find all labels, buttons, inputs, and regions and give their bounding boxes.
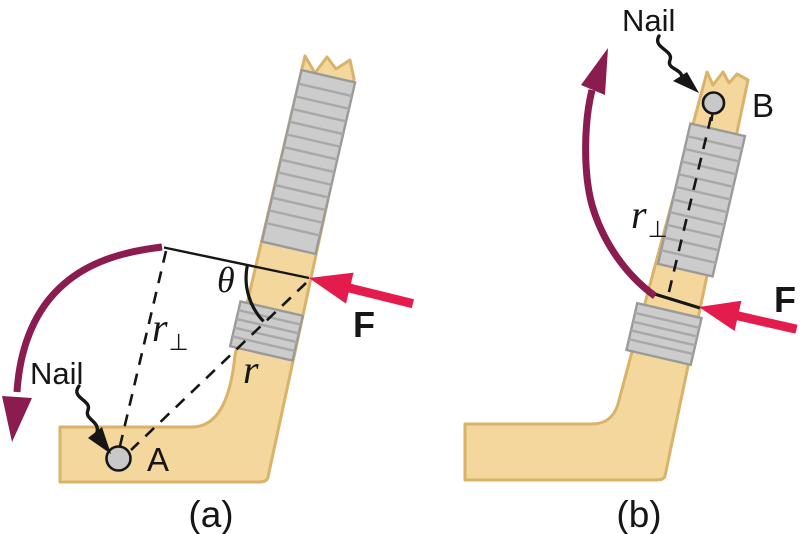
a-nail-label: Nail — [30, 356, 83, 391]
a-radius-label: r — [243, 347, 259, 392]
grip-ridges — [660, 135, 743, 264]
panel-b: Nail B r⊥ F (b) — [463, 3, 798, 534]
b-force-arrow — [699, 300, 798, 334]
hammer-a-upper-grip — [260, 68, 357, 256]
b-rotation-arrow — [581, 48, 658, 299]
a-force-arrow — [309, 272, 414, 309]
b-lever-arm-label: r⊥ — [631, 192, 668, 243]
a-nail-pointer-arrowhead — [88, 427, 111, 454]
panel-a: Nail A r⊥ r θ F (a) — [2, 54, 414, 534]
b-rotation-arrowhead — [581, 48, 608, 95]
b-nail-pointer-arrowhead — [673, 72, 699, 93]
a-lever-arm-label: r⊥ — [152, 305, 189, 356]
a-pivot-label: A — [147, 441, 169, 478]
hammer-b-body — [463, 70, 750, 482]
a-theta-arc — [244, 264, 265, 323]
a-force-line-of-action — [163, 246, 310, 280]
b-pivot-label: B — [752, 87, 774, 124]
b-nail — [701, 91, 726, 115]
a-angle-label: θ — [217, 260, 235, 300]
b-caption: (b) — [616, 494, 661, 534]
a-caption: (a) — [188, 494, 233, 534]
grip-ridges — [628, 311, 700, 356]
a-nail-pointer — [75, 384, 111, 454]
b-nail-stem — [710, 113, 714, 122]
b-nail-label: Nail — [622, 3, 675, 38]
b-nail-pointer — [655, 34, 699, 93]
hammer-b-lower-grip — [625, 301, 703, 367]
b-rperp-dashed-line — [666, 116, 713, 297]
a-rotation-arrow — [2, 243, 163, 442]
b-force-label: F — [774, 279, 796, 320]
a-nail — [105, 445, 132, 472]
b-force-line-of-action — [647, 290, 701, 310]
a-force-label: F — [353, 304, 375, 345]
grip-ridges — [265, 82, 353, 237]
a-rotation-arrowhead — [2, 396, 32, 442]
hammer-b-upper-grip — [656, 122, 747, 278]
